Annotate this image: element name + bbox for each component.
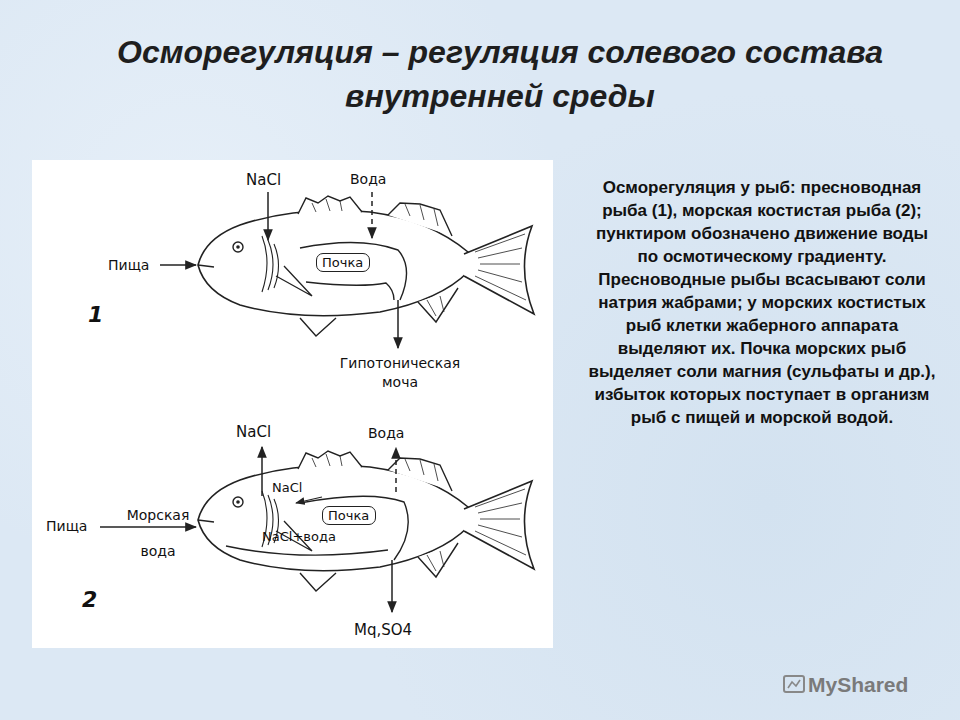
substance-label: Вода — [350, 170, 386, 188]
watermark: MyShared — [808, 671, 908, 698]
substance-label: NaCl+вода — [262, 528, 336, 545]
kidney-box: Почка — [316, 253, 370, 272]
callout-number: 2 — [82, 585, 97, 614]
kidney-label: Почка — [322, 255, 363, 270]
output-label: Гипотоническая моча — [325, 354, 475, 392]
substance-label: Вода — [368, 424, 404, 442]
substance-label: NaCl — [246, 170, 281, 190]
kidney-label: Почка — [328, 508, 369, 523]
input-label: Пища — [108, 256, 149, 274]
callout-number: 1 — [88, 300, 103, 329]
substance-label: NaCl — [272, 479, 302, 496]
kidney-box: Почка — [322, 506, 376, 525]
output-label: Mq,SO4 — [354, 620, 412, 640]
input-label: Морская вода — [120, 497, 196, 569]
caption-text: Осморегуляция у рыб: пресноводная рыба (… — [584, 176, 940, 429]
substance-label: NaCl — [236, 422, 271, 442]
slide-title: Осморегуляция – регуляция солевого соста… — [60, 30, 940, 118]
input-label: Пища — [46, 517, 87, 535]
